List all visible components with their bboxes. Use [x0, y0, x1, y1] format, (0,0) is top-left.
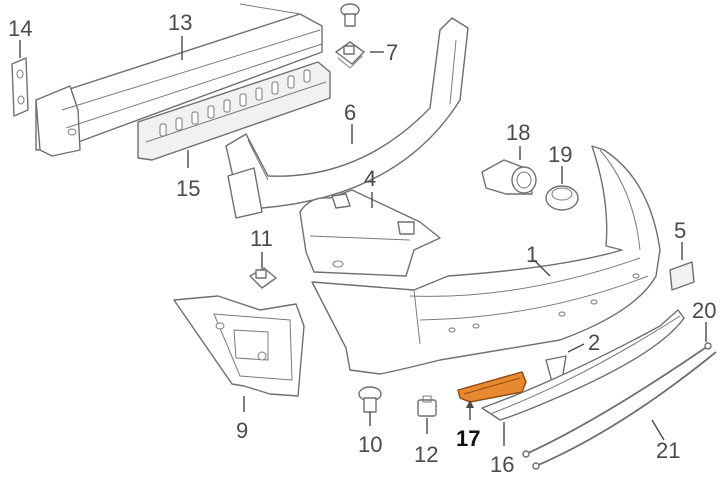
leader-1 — [533, 259, 551, 277]
part-16-lower-trim — [481, 309, 685, 421]
callout-13: 13 — [168, 10, 192, 35]
leader-21 — [651, 419, 665, 441]
part-13-reinforcement-beam — [35, 3, 323, 157]
callout-18: 18 — [506, 120, 530, 145]
part-11-clip — [249, 267, 277, 289]
part-20-wire — [522, 342, 712, 458]
part-15-energy-absorber — [137, 61, 331, 161]
part-18-parking-sensor — [481, 159, 537, 195]
callout-12: 12 — [414, 442, 438, 467]
callout-6: 6 — [344, 100, 356, 125]
part-6-upper-support — [225, 17, 469, 219]
callout-19: 19 — [548, 142, 572, 167]
callout-4: 4 — [364, 166, 376, 191]
part-14-bracket — [11, 57, 29, 117]
callout-14: 14 — [8, 16, 32, 41]
arrow-17 — [466, 400, 474, 408]
part-5-reflector — [669, 261, 695, 291]
callout-10: 10 — [358, 432, 382, 457]
part-12-clip — [417, 395, 437, 417]
callout-20: 20 — [692, 298, 716, 323]
callout-21: 21 — [656, 438, 680, 463]
callout-11: 11 — [250, 226, 273, 251]
part-21-wire — [532, 351, 717, 470]
leader-2 — [567, 343, 585, 353]
part-4-side-bracket — [299, 189, 441, 277]
callout-9: 9 — [236, 418, 248, 443]
part-1-bumper-cover — [311, 145, 661, 375]
callout-17: 17 — [456, 426, 480, 451]
part-19-sensor-ring — [545, 185, 579, 211]
push-pin-top — [340, 3, 360, 27]
callout-2: 2 — [588, 330, 600, 355]
callout-7: 7 — [386, 40, 398, 65]
callout-16: 16 — [490, 452, 514, 477]
callout-15: 15 — [176, 176, 200, 201]
part-10-push-rivet — [358, 386, 382, 413]
part-7-clip-nut — [335, 41, 365, 69]
callout-5: 5 — [674, 218, 686, 243]
callout-1: 1 — [526, 242, 538, 267]
part-9-side-mount — [173, 295, 305, 397]
